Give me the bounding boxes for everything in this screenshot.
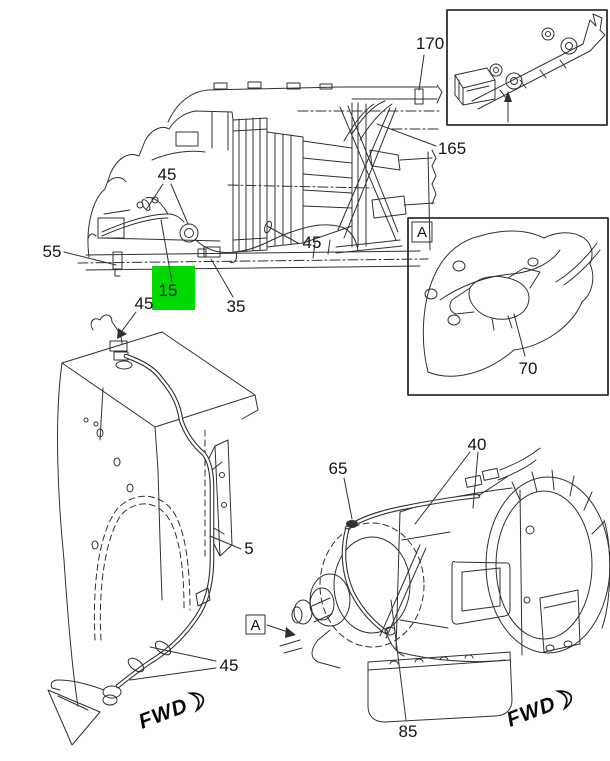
callout-35[interactable]: 35 bbox=[227, 297, 246, 316]
callout-85[interactable]: 85 bbox=[399, 722, 418, 741]
callout-170[interactable]: 170 bbox=[416, 34, 444, 53]
detail-a-inset: A 70 bbox=[407, 217, 609, 396]
locator-arrow-head bbox=[504, 91, 512, 102]
detail-a-corner-label: A bbox=[417, 224, 427, 241]
transmission-view: 65 40 85 A FWD bbox=[245, 435, 610, 741]
fwd-arrow-icon bbox=[186, 692, 205, 713]
callout-15[interactable]: 15 bbox=[159, 281, 178, 300]
callout-65[interactable]: 65 bbox=[329, 459, 348, 478]
fwd-marker-left: FWD bbox=[136, 692, 205, 734]
callout-5[interactable]: 5 bbox=[244, 539, 253, 558]
callout-165[interactable]: 165 bbox=[438, 139, 466, 158]
callout-55[interactable]: 55 bbox=[43, 242, 62, 261]
callout-45-trans[interactable]: 45 bbox=[303, 233, 322, 252]
callout-45-firewall-top[interactable]: 45 bbox=[135, 294, 154, 313]
chassis-locator-inset bbox=[446, 9, 608, 126]
detail-a-corner-box bbox=[411, 221, 433, 243]
main-view-callouts: 15 45 55 35 45 170 165 bbox=[43, 34, 467, 316]
main-chassis-view bbox=[77, 81, 443, 277]
fwd-arrow-icon bbox=[554, 690, 573, 711]
callout-45-firewall-clamps[interactable]: 45 bbox=[220, 656, 239, 675]
detail-a-pointer-box bbox=[245, 614, 266, 635]
callout-45-engine[interactable]: 45 bbox=[158, 165, 177, 184]
highlight-box-15[interactable] bbox=[152, 266, 195, 310]
detail-a-pointer-label[interactable]: A bbox=[250, 617, 260, 634]
callout-70[interactable]: 70 bbox=[519, 359, 538, 378]
firewall-view: 45 5 45 FWD bbox=[47, 294, 259, 746]
callout-40[interactable]: 40 bbox=[468, 435, 487, 454]
fwd-label: FWD bbox=[136, 694, 192, 734]
detail-a-pointer-arrow bbox=[285, 627, 296, 638]
fwd-marker-right: FWD bbox=[504, 690, 573, 732]
